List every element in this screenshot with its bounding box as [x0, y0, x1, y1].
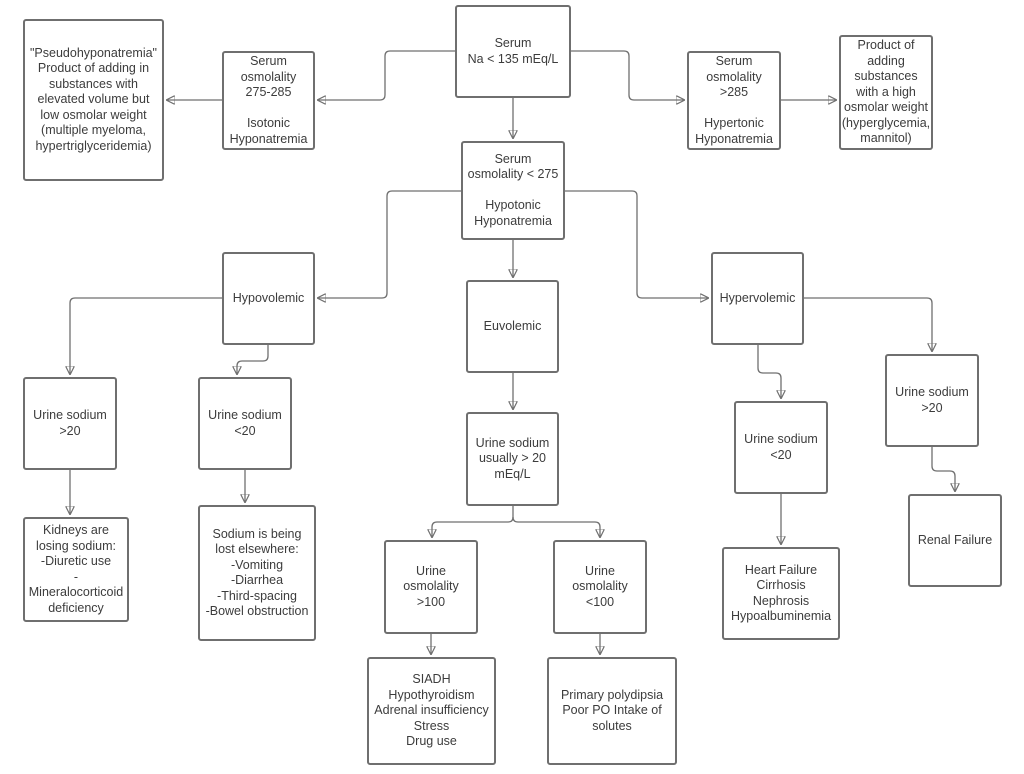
- node-urine-osmolality-gt100: Urine osmolality >100: [384, 540, 478, 634]
- node-hypovolemic-urine-sodium-gt20: Urine sodium >20: [23, 377, 117, 470]
- node-high-osmolar-substances: Product of adding substances with a high…: [839, 35, 933, 150]
- node-isotonic-hyponatremia: Serum osmolality 275-285 Isotonic Hypona…: [222, 51, 315, 150]
- node-hypovolemic-urine-sodium-lt20: Urine sodium <20: [198, 377, 292, 470]
- edge-serum-to-hypertonic: [571, 50, 684, 100]
- node-primary-polydipsia: Primary polydipsia Poor PO Intake of sol…: [547, 657, 677, 765]
- edge-urine-gt20-to-renal-failure: [931, 447, 955, 491]
- edge-euvolemic-urine-split-right: [512, 516, 600, 537]
- node-hypotonic-hyponatremia: Serum osmolality < 275 Hypotonic Hyponat…: [461, 141, 565, 240]
- edge-hypovolemic-to-urine-lt20: [237, 345, 269, 374]
- edge-hypervolemic-to-urine-lt20: [757, 345, 781, 398]
- node-euvolemic-urine-sodium: Urine sodium usually > 20 mEq/L: [466, 412, 559, 506]
- node-renal-failure: Renal Failure: [908, 494, 1002, 587]
- node-sodium-lost-elsewhere: Sodium is being lost elsewhere: -Vomitin…: [198, 505, 316, 641]
- node-serum-sodium: Serum Na < 135 mEq/L: [455, 5, 571, 98]
- edge-serum-to-isotonic: [318, 50, 455, 100]
- node-hypervolemic-urine-sodium-gt20: Urine sodium >20: [885, 354, 979, 447]
- edge-euvolemic-urine-split: [432, 506, 514, 537]
- edge-hypovolemic-to-urine-gt20: [70, 297, 222, 374]
- node-heart-failure-causes: Heart Failure Cirrhosis Nephrosis Hypoal…: [722, 547, 840, 640]
- node-hypovolemic: Hypovolemic: [222, 252, 315, 345]
- edge-hypotonic-to-hypovolemic: [318, 190, 461, 298]
- node-urine-osmolality-lt100: Urine osmolality <100: [553, 540, 647, 634]
- node-hypertonic-hyponatremia: Serum osmolality >285 Hypertonic Hyponat…: [687, 51, 781, 150]
- node-hypervolemic: Hypervolemic: [711, 252, 804, 345]
- node-euvolemic: Euvolemic: [466, 280, 559, 373]
- edge-hypotonic-to-hypervolemic: [565, 190, 708, 298]
- node-pseudohyponatremia: "Pseudohyponatremia" Product of adding i…: [23, 19, 164, 181]
- edge-hypervolemic-to-urine-gt20: [804, 297, 932, 351]
- node-hypervolemic-urine-sodium-lt20: Urine sodium <20: [734, 401, 828, 494]
- node-kidneys-losing-sodium: Kidneys are losing sodium: -Diuretic use…: [23, 517, 129, 622]
- node-siadh-causes: SIADH Hypothyroidism Adrenal insufficien…: [367, 657, 496, 765]
